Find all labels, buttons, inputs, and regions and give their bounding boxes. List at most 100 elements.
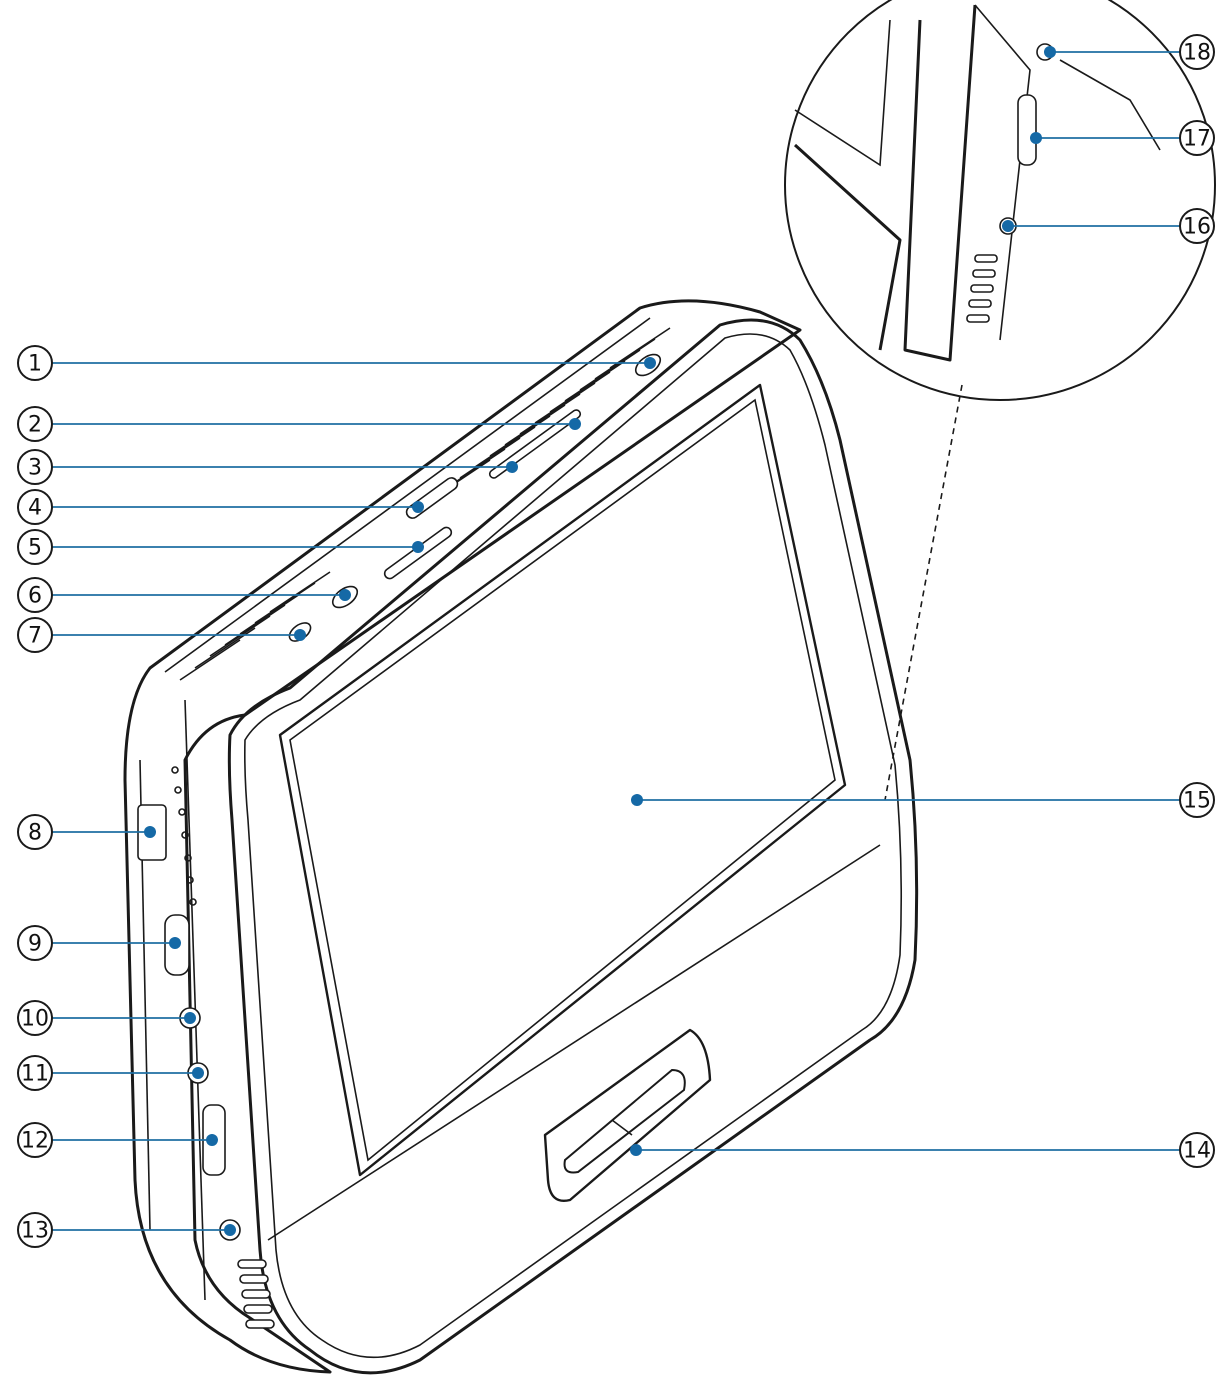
callout-14: 14 [630, 1132, 1215, 1168]
callout-number-12: 12 [21, 1129, 49, 1154]
callout-badge-12 [17, 1122, 53, 1158]
callout-dot-9 [169, 937, 181, 949]
device-screen [278, 383, 847, 1177]
front-nav-frame [543, 1028, 712, 1202]
callout-number-13: 13 [21, 1219, 49, 1244]
callout-4: 4 [17, 489, 424, 525]
callout-dot-2 [569, 418, 581, 430]
callout-number-15: 15 [1183, 789, 1211, 814]
device-lower-split [267, 844, 881, 1241]
callout-number-11: 11 [21, 1062, 49, 1087]
callout-number-9: 9 [28, 932, 42, 957]
front-nav-button [563, 1068, 686, 1174]
callout-badge-6 [17, 577, 53, 613]
zoom-side-b [974, 4, 1031, 341]
callout-12: 12 [17, 1122, 218, 1158]
callout-dot-12 [206, 1134, 218, 1146]
callout-number-8: 8 [28, 821, 42, 846]
callout-dot-5 [412, 541, 424, 553]
callout-badge-17 [1179, 120, 1215, 156]
callout-dot-1 [644, 357, 656, 369]
callout-badge-18 [1179, 34, 1215, 70]
device-side-body [123, 299, 802, 1374]
device-top-ridge [164, 317, 651, 673]
callout-number-18: 18 [1183, 41, 1211, 66]
device-illustration [123, 299, 919, 1375]
callout-11: 11 [17, 1055, 204, 1091]
callout-number-2: 2 [28, 413, 42, 438]
callout-6: 6 [17, 577, 351, 613]
callout-badge-8 [17, 814, 53, 850]
callout-dot-6 [339, 589, 351, 601]
callout-9: 9 [17, 925, 181, 961]
callout-dot-16 [1002, 220, 1014, 232]
zoom-side-a [903, 4, 977, 362]
callout-10: 10 [17, 1000, 196, 1036]
callout-1: 1 [17, 345, 656, 381]
callout-2: 2 [17, 406, 581, 442]
top-slider-switch [405, 477, 459, 519]
callout-badge-10 [17, 1000, 53, 1036]
callout-dot-14 [630, 1144, 642, 1156]
zoom-side-c [1059, 59, 1161, 151]
callout-dot-18 [1044, 46, 1056, 58]
callout-18: 18 [1044, 34, 1215, 70]
device-screen-inner [289, 398, 836, 1162]
zoom-dashed-line [884, 384, 963, 801]
callout-badge-14 [1179, 1132, 1215, 1168]
callout-dot-7 [294, 629, 306, 641]
callout-dot-10 [184, 1012, 196, 1024]
callout-number-17: 17 [1183, 127, 1211, 152]
side-vents [171, 766, 197, 906]
callout-dot-17 [1030, 132, 1042, 144]
zoom-vents [966, 254, 998, 323]
callout-number-3: 3 [28, 456, 42, 481]
callout-13: 13 [17, 1212, 236, 1248]
callout-badge-5 [17, 529, 53, 565]
callout-number-10: 10 [21, 1007, 49, 1032]
callout-badge-1 [17, 345, 53, 381]
callout-number-16: 16 [1183, 215, 1211, 240]
callout-number-14: 14 [1183, 1139, 1211, 1164]
callout-badge-15 [1179, 782, 1215, 818]
callout-badge-3 [17, 449, 53, 485]
callout-dot-8 [144, 826, 156, 838]
zoom-circle [784, 0, 1216, 401]
callout-5: 5 [17, 529, 424, 565]
zoom-bezel [793, 143, 902, 351]
callout-badge-2 [17, 406, 53, 442]
callout-3: 3 [17, 449, 518, 485]
zoom-detail [784, 0, 1216, 801]
front-nav-divider [611, 1119, 633, 1136]
callout-dot-15 [631, 794, 643, 806]
device-side-edge [184, 699, 206, 1301]
side-lower-vents [237, 1259, 275, 1329]
callout-number-7: 7 [28, 624, 42, 649]
device-front-bezel [227, 318, 919, 1375]
zoom-slider-17 [1017, 94, 1037, 166]
device-front-rim [244, 333, 903, 1359]
callout-15: 15 [631, 782, 1215, 818]
callout-badge-9 [17, 925, 53, 961]
callout-dot-13 [224, 1224, 236, 1236]
callout-dot-11 [192, 1067, 204, 1079]
callout-17: 17 [1030, 120, 1215, 156]
callout-badge-11 [17, 1055, 53, 1091]
callout-number-5: 5 [28, 536, 42, 561]
callout-number-6: 6 [28, 584, 42, 609]
callout-badge-16 [1179, 208, 1215, 244]
top-long-slot [488, 409, 582, 479]
callout-dot-3 [506, 461, 518, 473]
callout-16: 16 [1002, 208, 1215, 244]
zoom-screen-edge [794, 19, 891, 167]
callout-badge-7 [17, 617, 53, 653]
callout-number-1: 1 [28, 352, 42, 377]
callout-8: 8 [17, 814, 156, 850]
callout-dot-4 [412, 501, 424, 513]
callout-number-4: 4 [28, 496, 42, 521]
callout-7: 7 [17, 617, 306, 653]
callout-badge-13 [17, 1212, 53, 1248]
callout-badge-4 [17, 489, 53, 525]
